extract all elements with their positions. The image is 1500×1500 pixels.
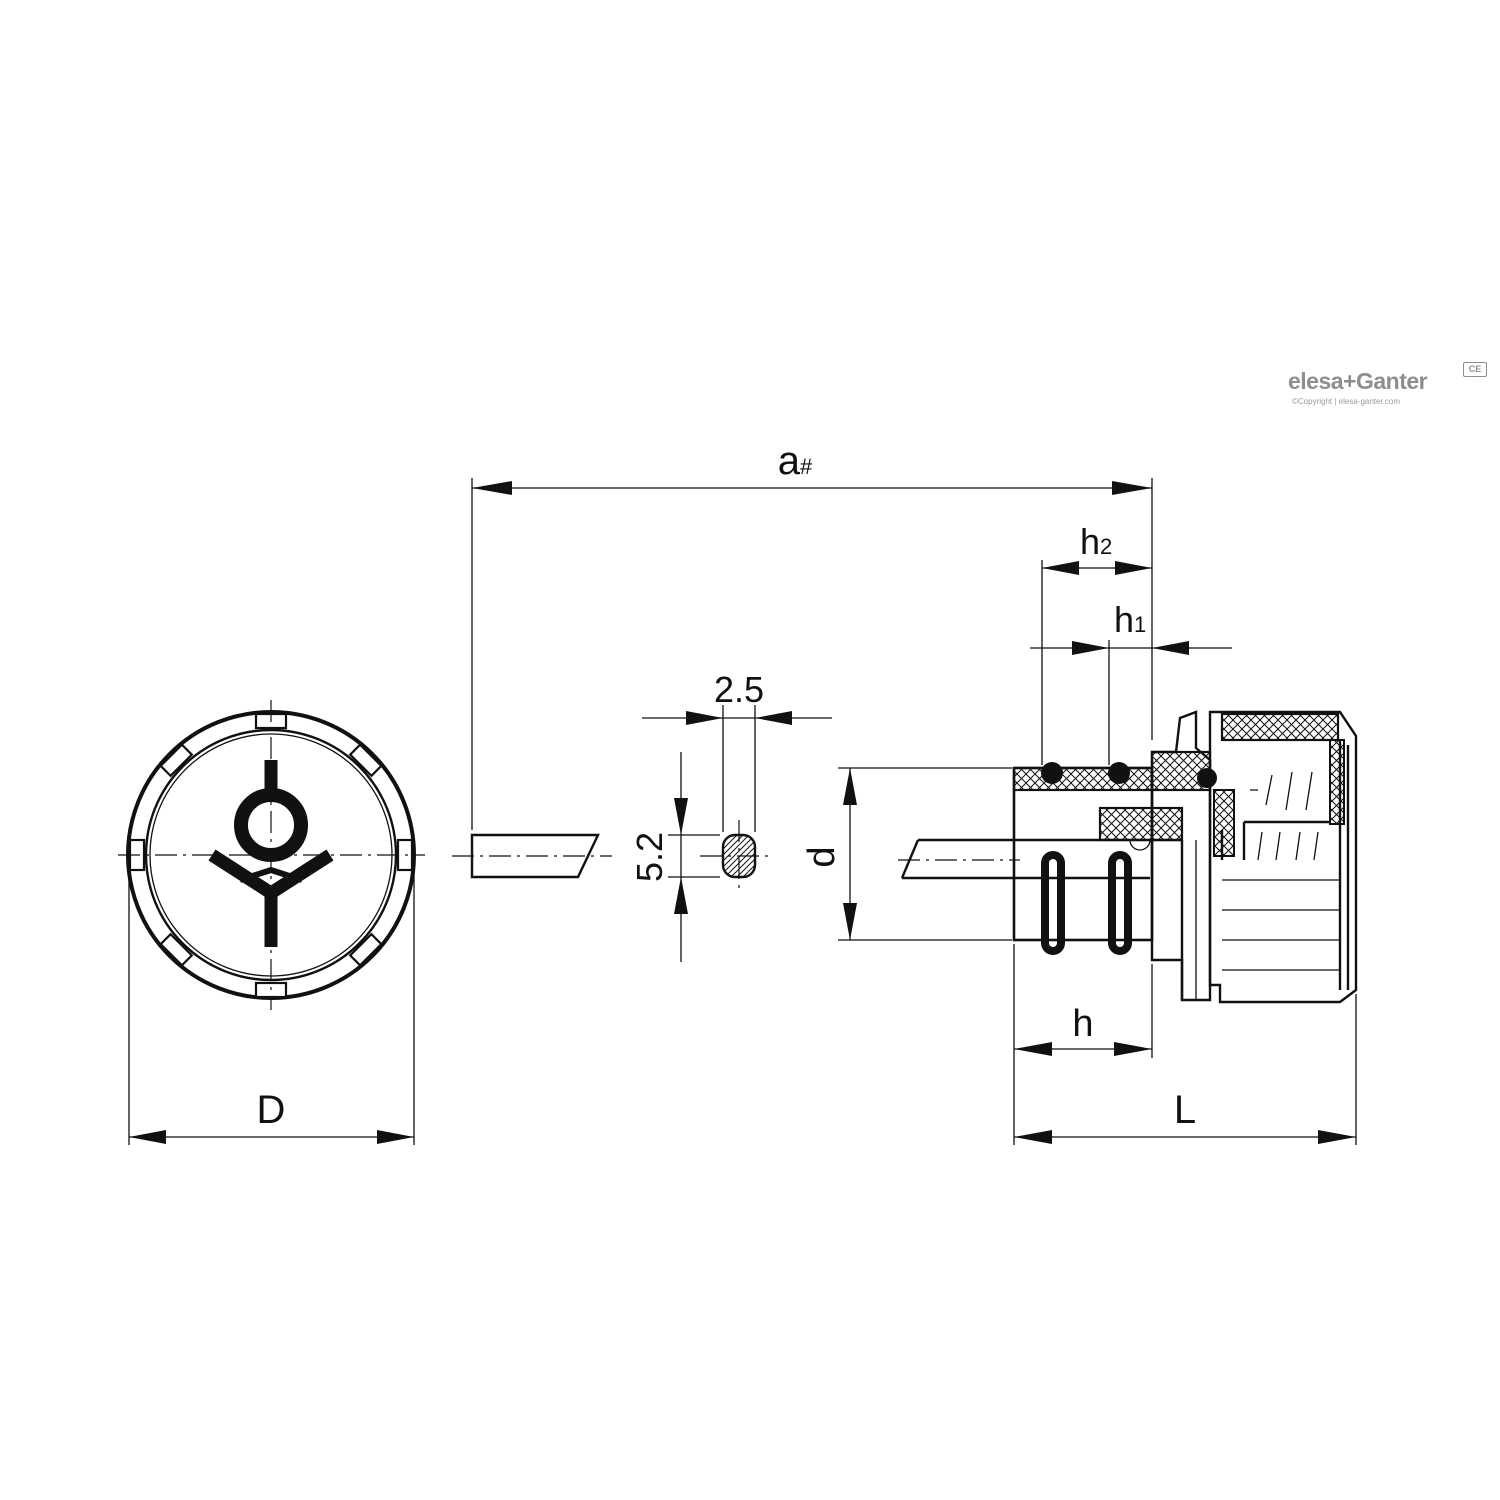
label-a: a# (778, 439, 813, 483)
label-D: D (257, 1088, 286, 1132)
shaft-section (642, 705, 832, 962)
shaft-stub (452, 833, 612, 879)
brand-copyright: ©Copyright | elesa-ganter.com (1292, 397, 1401, 406)
dimension-h1 (1030, 640, 1232, 765)
label-width: 2.5 (714, 669, 764, 710)
brand-name: elesa+Ganter (1288, 368, 1428, 394)
front-view (118, 700, 425, 1010)
label-d: d (801, 846, 843, 867)
label-h2: h2 (1080, 521, 1112, 562)
dimension-D (128, 860, 415, 1145)
dimension-a (471, 478, 1153, 830)
label-height: 5.2 (629, 832, 670, 882)
dimension-h2 (1041, 560, 1152, 765)
dimension-h (1013, 944, 1153, 1145)
label-h: h (1072, 1003, 1093, 1045)
label-L: L (1174, 1088, 1196, 1132)
ce-mark: CE (1463, 362, 1487, 377)
side-section-view (898, 710, 1358, 1004)
brand-logo: elesa+Ganter CE ©Copyright | elesa-gante… (1288, 362, 1488, 412)
dimension-L (1014, 994, 1357, 1145)
dimension-d (838, 767, 1012, 941)
label-h1: h1 (1114, 599, 1146, 640)
